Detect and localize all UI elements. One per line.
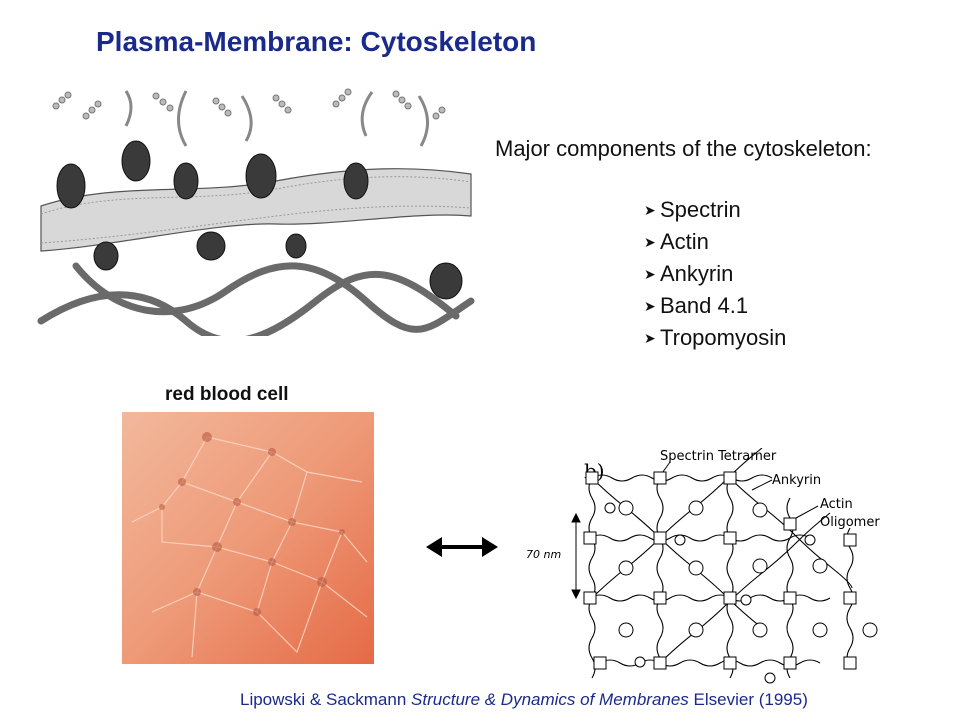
arrowhead-bullet-icon: ➤ — [644, 329, 656, 346]
arrowhead-bullet-icon: ➤ — [644, 233, 656, 250]
spectrin-tetramer-label: Spectrin Tetramer — [660, 449, 777, 464]
rbc-micrograph — [122, 412, 374, 664]
rbc-label: red blood cell — [165, 384, 289, 405]
arrowhead-bullet-icon: ➤ — [644, 265, 656, 282]
actin-label: Actin — [820, 497, 853, 512]
list-item: ➤Band 4.1 — [644, 290, 786, 322]
double-arrow-icon — [426, 537, 498, 557]
list-item: ➤Tropomyosin — [644, 322, 786, 354]
component-label: Tropomyosin — [660, 325, 787, 350]
component-label: Ankyrin — [660, 261, 734, 286]
spectrin-network-diagram: b) Spectrin Tetramer Ankyrin Actin Oligo… — [526, 448, 880, 684]
list-item: ➤Ankyrin — [644, 258, 786, 290]
membrane-illustration — [37, 88, 475, 336]
component-label: Band 4.1 — [660, 293, 749, 318]
citation-authors: Lipowski & Sackmann — [240, 690, 407, 709]
citation-publisher: Elsevier (1995) — [693, 690, 808, 709]
citation: Lipowski & Sackmann Structure & Dynamics… — [240, 690, 808, 710]
list-item: ➤Actin — [644, 226, 786, 258]
citation-work: Structure & Dynamics of Membranes — [411, 690, 689, 709]
arrowhead-bullet-icon: ➤ — [644, 201, 656, 218]
component-list: ➤Spectrin ➤Actin ➤Ankyrin ➤Band 4.1 ➤Tro… — [644, 194, 786, 354]
slide-title: Plasma-Membrane: Cytoskeleton — [96, 26, 537, 57]
ankyrin-label: Ankyrin — [772, 473, 821, 488]
scale-bar — [571, 512, 581, 600]
oligomer-label: Oligomer — [820, 515, 880, 530]
arrowhead-bullet-icon: ➤ — [644, 297, 656, 314]
component-label: Actin — [660, 229, 709, 254]
scale-label: 70 nm — [526, 548, 561, 561]
list-item: ➤Spectrin — [644, 194, 786, 226]
component-label: Spectrin — [660, 197, 741, 222]
components-intro: Major components of the cytoskeleton: — [495, 136, 872, 161]
